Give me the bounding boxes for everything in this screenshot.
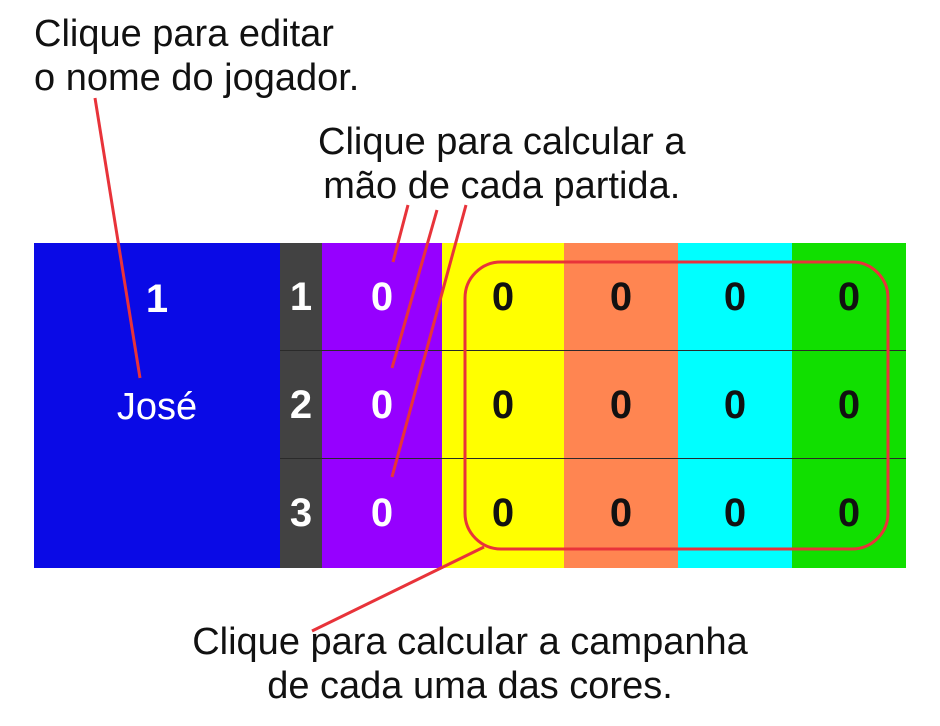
color-score-cell[interactable]: 0 (837, 490, 861, 535)
color-column-yellow: 0 0 0 (442, 243, 564, 568)
round-number: 2 (289, 382, 313, 427)
color-score-cell[interactable]: 0 (723, 382, 747, 427)
round-number-column: 1 2 3 (280, 243, 322, 568)
color-score-cell[interactable]: 0 (837, 274, 861, 319)
callout-calculate-hand-line1: Clique para calcular a (318, 121, 686, 163)
callout-calculate-hand: Clique para calcular a mão de cada parti… (318, 120, 686, 208)
callout-calculate-colors-line1: Clique para calcular a campanha (192, 621, 748, 663)
player-name[interactable]: José (116, 386, 198, 428)
hand-score-cell[interactable]: 0 (370, 382, 394, 427)
color-score-cell[interactable]: 0 (609, 382, 633, 427)
hand-score-column: 0 0 0 (322, 243, 442, 568)
color-score-cell[interactable]: 0 (609, 274, 633, 319)
row-divider (280, 458, 906, 459)
callout-edit-player-name-line1: Clique para editar (34, 13, 334, 55)
color-score-cell[interactable]: 0 (723, 274, 747, 319)
color-score-cell[interactable]: 0 (491, 382, 515, 427)
player-number: 1 (145, 277, 169, 321)
callout-calculate-colors-line2: de cada uma das cores. (267, 665, 673, 707)
color-column-orange: 0 0 0 (564, 243, 678, 568)
color-column-cyan: 0 0 0 (678, 243, 792, 568)
hand-score-cell[interactable]: 0 (370, 274, 394, 319)
hand-score-cell[interactable]: 0 (370, 490, 394, 535)
row-divider (280, 350, 906, 351)
color-score-cell[interactable]: 0 (609, 490, 633, 535)
color-score-cell[interactable]: 0 (837, 382, 861, 427)
callout-calculate-colors: Clique para calcular a campanha de cada … (0, 620, 940, 708)
color-score-cell[interactable]: 0 (491, 274, 515, 319)
player-card[interactable]: 1 José (34, 243, 280, 568)
callout-edit-player-name-line2: o nome do jogador. (34, 57, 360, 99)
callout-calculate-hand-line2: mão de cada partida. (323, 165, 681, 207)
color-score-cell[interactable]: 0 (723, 490, 747, 535)
round-number: 3 (289, 490, 313, 535)
round-number: 1 (289, 274, 313, 319)
color-column-green: 0 0 0 (792, 243, 906, 568)
color-score-cell[interactable]: 0 (491, 490, 515, 535)
callout-edit-player-name: Clique para editar o nome do jogador. (34, 12, 359, 100)
score-board: 1 José 1 2 3 0 0 0 0 0 0 0 0 0 0 0 0 0 0… (34, 243, 906, 568)
